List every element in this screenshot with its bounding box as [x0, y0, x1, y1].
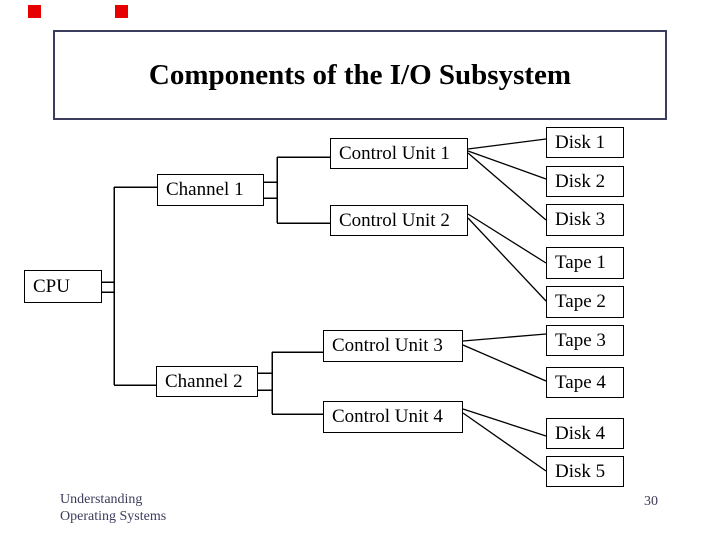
line-cu4-disk4	[462, 408, 547, 437]
node-disk-3: Disk 3	[546, 204, 624, 236]
footer-text: Understanding Operating Systems	[60, 491, 166, 525]
node-control-unit-3: Control Unit 3	[323, 330, 463, 362]
footer-line-1: Understanding	[60, 492, 143, 507]
node-control-unit-1: Control Unit 1	[330, 138, 468, 169]
title-box: Components of the I/O Subsystem	[53, 30, 667, 120]
node-tape-4: Tape 4	[546, 367, 624, 398]
node-disk-4: Disk 4	[546, 418, 624, 449]
line-cu3-tape4	[462, 344, 547, 382]
node-disk-1: Disk 1	[546, 127, 624, 158]
page-number: 30	[644, 494, 658, 509]
nav-red-square-1[interactable]	[28, 5, 41, 18]
node-control-unit-4: Control Unit 4	[323, 401, 463, 433]
node-channel-1: Channel 1	[157, 174, 264, 206]
line-cu1-disk2	[467, 150, 547, 180]
line-cu2-tape2	[467, 217, 547, 302]
line-cu1-disk3	[467, 152, 547, 221]
page-title: Components of the I/O Subsystem	[148, 58, 572, 91]
line-cu3-tape3	[462, 333, 547, 342]
node-tape-2: Tape 2	[546, 286, 624, 318]
node-disk-2: Disk 2	[546, 166, 624, 197]
node-channel-2: Channel 2	[156, 366, 258, 397]
node-control-unit-2: Control Unit 2	[330, 205, 468, 236]
line-cu4-disk5	[462, 412, 547, 472]
line-cu2-tape1	[467, 213, 547, 264]
line-cu1-disk1	[467, 138, 547, 150]
node-tape-1: Tape 1	[546, 247, 624, 279]
nav-red-square-2[interactable]	[115, 5, 128, 18]
node-cpu: CPU	[24, 270, 102, 303]
node-tape-3: Tape 3	[546, 325, 624, 356]
node-disk-5: Disk 5	[546, 456, 624, 487]
footer-line-2: Operating Systems	[60, 509, 167, 524]
